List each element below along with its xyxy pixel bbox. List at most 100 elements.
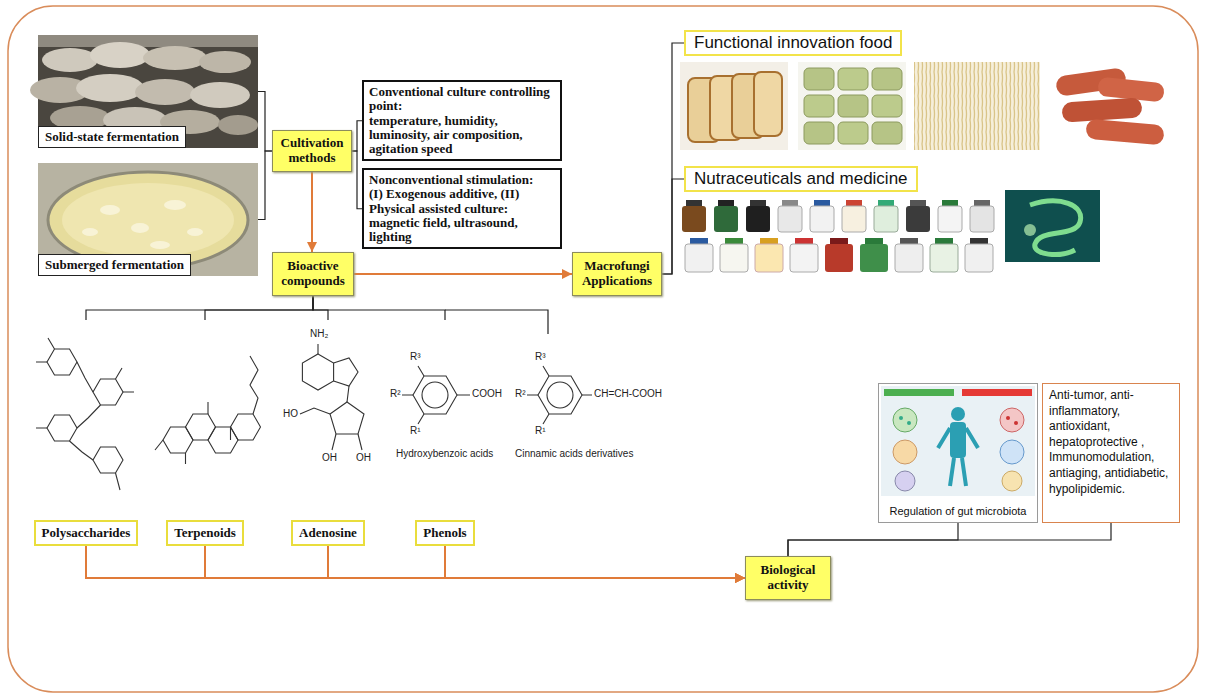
photo-panel: Submerged fermentation [38,163,258,276]
box-label: Terpenoids [166,520,244,546]
connector [205,546,745,578]
gut-microbiota-picture [893,440,917,464]
green-cake-photo [798,62,906,150]
noodle-photo [914,62,1040,150]
intestine-image [1005,190,1100,262]
supplement-bottles [682,206,706,232]
structure-panel: Adenosine [275,320,381,546]
noodle-photo [914,62,1040,150]
structure-label: Hydroxybenzoic acids [396,448,493,460]
bread-photo [680,62,788,150]
mushroom-photo [135,79,195,105]
polysaccharide-structure [36,338,134,490]
cinnamic-structure [538,376,582,414]
green-cake-photo [838,122,868,144]
box-label: Regulation of gut microbiota [886,503,1031,519]
intestine-image [1005,190,1100,262]
supplement-bottles [755,244,783,272]
hydroxybenzoic-structure [402,366,470,424]
connector [258,92,272,152]
box-label: temperature, humidity, luminosity, air c… [369,114,555,157]
process-box: Cultivation methods [272,130,352,172]
text-box: Nonconventional stimulation:(I) Exogenou… [362,168,562,249]
terpenoid-structure [163,427,193,453]
gut-microbiota-picture [893,408,917,432]
terpenoid-structure [186,414,216,440]
connector [352,121,362,151]
mushroom-photo [38,35,258,47]
hydroxybenzoic-structure [413,376,457,414]
gut-microbiota-picture [962,389,1032,396]
connector [788,523,1111,556]
supplement-bottles [930,244,958,272]
box-label: Functional innovation food [694,33,892,53]
image-panel: Regulation of gut microbiota [878,383,1038,523]
supplement-bottles [865,238,883,244]
category-box: Nutraceuticals and medicine [684,166,918,192]
text-box: Conventional culture controlling point:t… [362,80,562,161]
supplement-bottles [874,206,898,232]
supplement-bottles [825,244,853,272]
sausage-photo [1050,62,1170,150]
supplement-bottles [938,206,962,232]
supplement-bottles [942,200,958,206]
box-label: Phenols [415,520,474,546]
box-label: Adenosine [291,520,365,546]
cinnamic-structure [547,382,573,408]
supplement-bottles [685,244,713,272]
flask-photo [82,228,98,236]
polysaccharide-structure [93,447,123,473]
supplement-bottles [718,200,734,206]
flask-photo [38,163,258,276]
supplement-bottles [910,200,926,206]
gut-microbiota-picture [881,386,1035,496]
supplement-bottles [760,238,778,244]
mushroom-photo [218,115,258,135]
polysaccharide-structure [77,362,93,392]
box-label: Polysaccharides [34,520,139,546]
connector [311,172,313,252]
polysaccharide-structure [70,441,94,460]
structure-label: R¹ [535,425,546,437]
activity-box: Anti-tumor, anti-inflammatory, antioxida… [1042,383,1180,523]
gut-microbiota-picture [907,421,911,425]
gut-microbiota-picture [1014,421,1018,425]
flask-photo [164,200,186,210]
structure-label: R³ [410,351,421,363]
connector [662,179,684,274]
sausage-photo [1061,97,1142,123]
supplement-bottles [714,206,738,232]
cinnamic-structure [527,366,592,424]
supplement-bottles [790,244,818,272]
sausage-photo [1085,119,1164,146]
mushroom-photo [199,51,251,73]
box-label: Anti-tumor, anti-inflammatory, antioxida… [1049,388,1173,497]
structure-label: Cinnamic acids derivatives [515,448,633,460]
supplement-bottles [860,244,888,272]
gut-microbiota-picture [895,471,915,491]
polysaccharide-structure [93,379,123,405]
process-box: Bioactive compounds [272,252,354,296]
bread-photo [754,72,782,136]
flask-photo [100,205,120,215]
connector [258,151,272,220]
supplement-bottles [720,244,748,272]
gut-microbiota-picture [1002,471,1022,491]
terpenoid-structure [231,414,261,440]
green-cake-photo [872,68,902,90]
supplement-bottles [935,238,953,244]
gut-microbiota-picture [938,428,978,486]
mushroom-photo [42,48,98,72]
supplement-bottles [814,200,830,206]
supplement-bottles [830,238,848,244]
hydroxybenzoic-structure [422,382,448,408]
supplement-bottles [690,238,708,244]
box-label: Nonconventional stimulation: [369,173,555,187]
intestine-image [1024,224,1036,236]
mushroom-photo [30,35,258,148]
supplement-bottles [970,238,988,244]
box-label: (I) Exogenous additive, (II) Physical as… [369,187,555,244]
green-cake-photo [798,62,906,150]
flask-photo [62,183,234,257]
